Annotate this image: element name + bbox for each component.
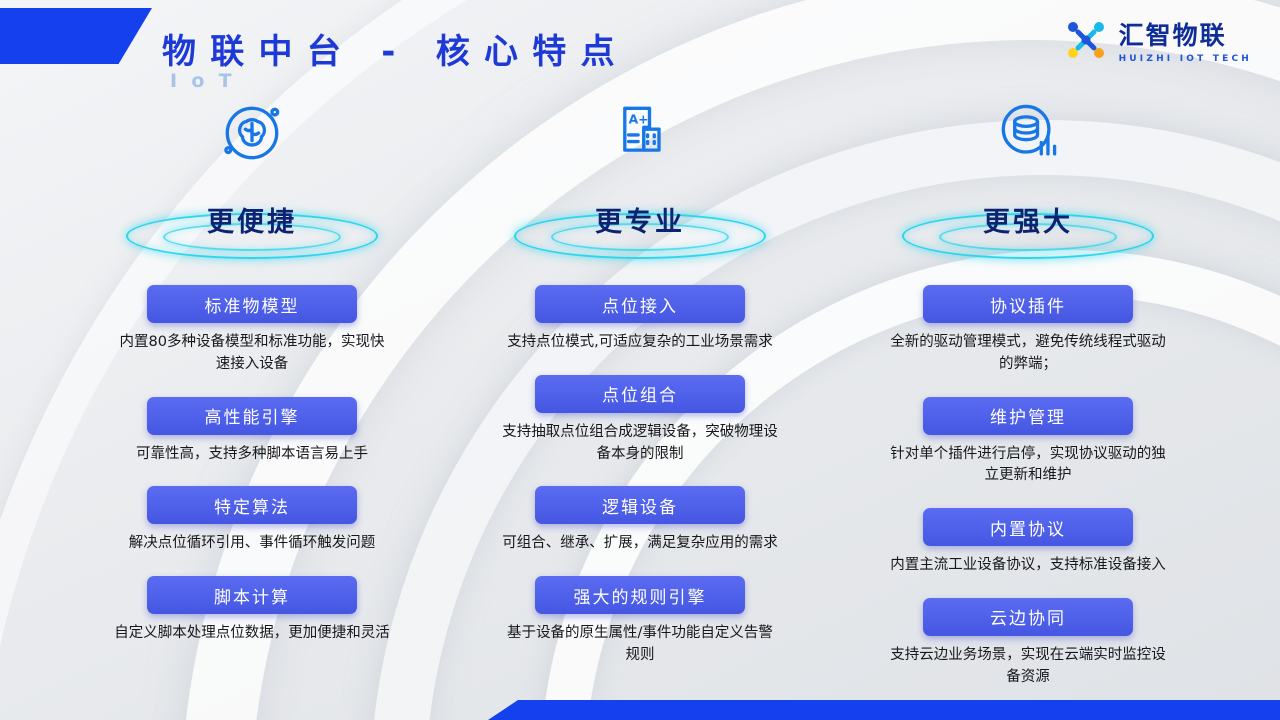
feature-desc: 可组合、继承、扩展，满足复杂应用的需求 — [502, 535, 778, 552]
feature-pill: 强大的规则引擎 — [535, 576, 745, 614]
column-convenient: 更便捷 标准物模型 内置80多种设备模型和标准功能，实现快速接入设备 高性能引擎… — [112, 95, 392, 709]
feature-item: 协议插件 全新的驱动管理模式，避免传统线程式驱动的弊端； — [888, 285, 1168, 376]
feature-item: 内置协议 内置主流工业设备协议，支持标准设备接入 — [888, 508, 1168, 577]
feature-item: 标准物模型 内置80多种设备模型和标准功能，实现快速接入设备 — [112, 285, 392, 376]
feature-desc: 解决点位循环引用、事件循环触发问题 — [128, 535, 376, 552]
feature-pill: 云边协同 — [923, 597, 1133, 636]
feature-desc: 基于设备的原生属性/事件功能自定义告警规则 — [507, 625, 773, 663]
feature-pill: 脚本计算 — [147, 576, 357, 614]
feature-item: 特定算法 解决点位循环引用、事件循环触发问题 — [112, 486, 392, 555]
feature-item: 维护管理 针对单个插件进行启停，实现协议驱动的独立更新和维护 — [888, 396, 1168, 488]
feature-item: 脚本计算 自定义脚本处理点位数据，更加便捷和灵活 — [112, 576, 392, 645]
feature-pill: 点位组合 — [535, 374, 745, 413]
feature-columns: 更便捷 标准物模型 内置80多种设备模型和标准功能，实现快速接入设备 高性能引擎… — [112, 95, 1168, 709]
heading-halo: 更强大 — [888, 177, 1168, 263]
feature-pill: 协议插件 — [923, 285, 1133, 323]
bottom-accent-bar — [488, 700, 1280, 720]
column-powerful: 更强大 协议插件 全新的驱动管理模式，避免传统线程式驱动的弊端； 维护管理 针对… — [888, 95, 1168, 709]
svg-text:A+: A+ — [629, 113, 649, 127]
feature-pill: 逻辑设备 — [535, 486, 745, 525]
feature-pill: 标准物模型 — [147, 285, 357, 323]
feature-desc: 可靠性高，支持多种脚本语言易上手 — [136, 445, 368, 462]
halo-ring-inner — [939, 223, 1117, 251]
logo-icon — [1063, 17, 1109, 63]
halo-ring-outer — [514, 213, 766, 259]
feature-pill: 高性能引擎 — [147, 396, 357, 435]
halo-ring-inner — [163, 223, 341, 251]
heading-halo: 更便捷 — [112, 177, 392, 263]
company-logo: 汇智物联 HUIZHI IOT TECH — [1063, 16, 1252, 64]
feature-item: 高性能引擎 可靠性高，支持多种脚本语言易上手 — [112, 396, 392, 466]
feature-desc: 支持点位模式,可适应复杂的工业场景需求 — [507, 334, 773, 350]
database-chart-icon — [990, 95, 1066, 173]
halo-ring-inner — [551, 223, 729, 251]
halo-ring-outer — [902, 213, 1154, 259]
feature-item: 点位组合 支持抽取点位组合成逻辑设备，突破物理设备本身的限制 — [500, 374, 780, 466]
page-title: 物联中台 - 核心特点 — [162, 32, 629, 72]
feature-desc: 支持抽取点位组合成逻辑设备，突破物理设备本身的限制 — [502, 423, 778, 462]
feature-item: 点位接入 支持点位模式,可适应复杂的工业场景需求 — [500, 285, 780, 354]
feature-desc: 支持云边业务场景，实现在云端实时监控设备资源 — [890, 646, 1166, 685]
brain-circuit-icon — [214, 95, 290, 173]
feature-desc: 自定义脚本处理点位数据，更加便捷和灵活 — [114, 625, 390, 641]
document-grade-icon: A+ — [602, 95, 678, 173]
page-subtitle: IoT — [170, 70, 246, 92]
column-professional: A+ 更专业 点位接入 支持点位模式,可适应复杂的工业场景需求 — [500, 95, 780, 709]
feature-item: 逻辑设备 可组合、继承、扩展，满足复杂应用的需求 — [500, 486, 780, 555]
feature-pill: 特定算法 — [147, 486, 357, 525]
logo-tagline: HUIZHI IOT TECH — [1118, 54, 1252, 64]
column-heading: 更专业 — [595, 207, 685, 238]
feature-desc: 全新的驱动管理模式，避免传统线程式驱动的弊端； — [890, 334, 1166, 372]
logo-name: 汇智物联 — [1118, 21, 1227, 50]
feature-desc: 内置80多种设备模型和标准功能，实现快速接入设备 — [119, 334, 385, 372]
column-heading: 更便捷 — [207, 207, 297, 238]
feature-desc: 针对单个插件进行启停，实现协议驱动的独立更新和维护 — [890, 445, 1166, 484]
column-heading: 更强大 — [983, 207, 1073, 238]
heading-halo: 更专业 — [500, 177, 780, 263]
feature-pill: 内置协议 — [923, 508, 1133, 546]
feature-pill: 点位接入 — [535, 285, 745, 323]
feature-desc: 内置主流工业设备协议，支持标准设备接入 — [890, 557, 1166, 573]
corner-accent-shape — [0, 8, 152, 64]
feature-item: 云边协同 支持云边业务场景，实现在云端实时监控设备资源 — [888, 597, 1168, 689]
feature-pill: 维护管理 — [923, 396, 1133, 435]
halo-ring-outer — [126, 213, 378, 259]
feature-item: 强大的规则引擎 基于设备的原生属性/事件功能自定义告警规则 — [500, 576, 780, 667]
